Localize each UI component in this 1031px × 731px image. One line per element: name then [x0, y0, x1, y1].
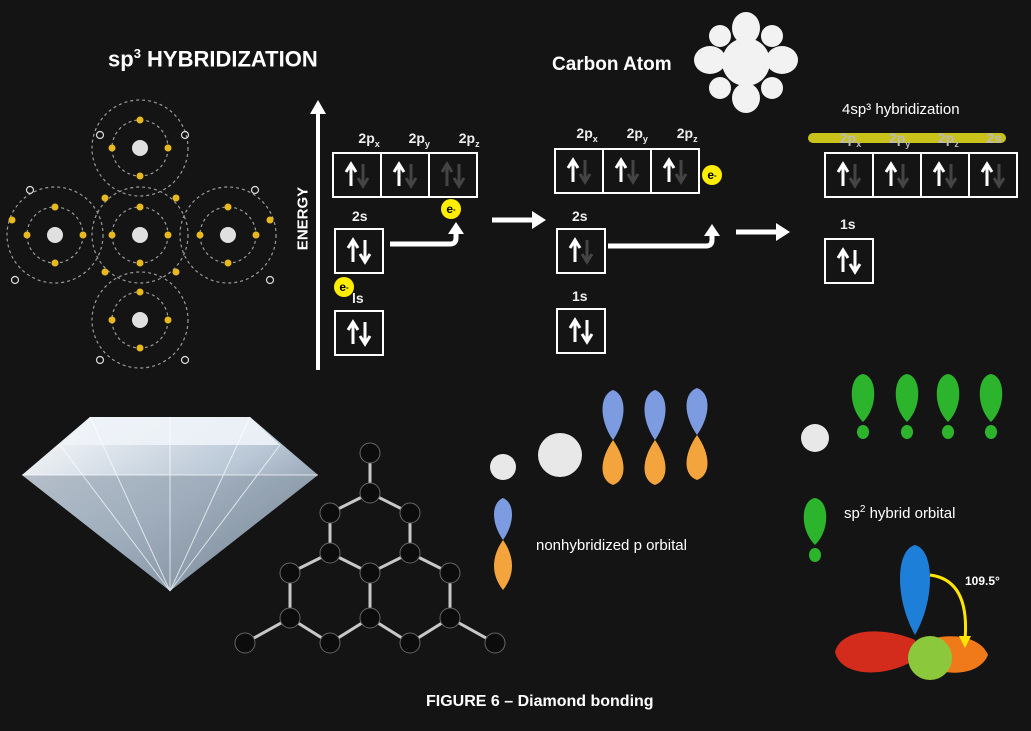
1s-label-col2: 1s	[572, 288, 588, 304]
p-orbital-labels-col2: 2px 2py 2pz	[576, 125, 698, 144]
nonhybridized-p-orbital-label: nonhybridized p orbital	[536, 537, 687, 554]
promotion-arrow-1	[390, 222, 464, 247]
p-orbital-boxes-col1	[332, 152, 478, 198]
energy-label: ENERGY	[294, 186, 312, 251]
carbon-atom-lattice-diagram	[6, 99, 277, 369]
p-orbital-labels-col1: 2px 2py 2pz	[358, 130, 480, 149]
hybrid-highlight-stroke	[808, 133, 1006, 143]
promotion-arrow-2	[608, 224, 720, 249]
energy-axis-arrow	[310, 100, 326, 370]
sp3-tetrahedral-orbital-image	[835, 545, 988, 680]
2s-label-col2: 2s	[572, 208, 588, 224]
sp2-hybrid-orbital-label: sp2 hybrid orbital	[844, 504, 956, 522]
p-orbital-illustration	[490, 388, 708, 590]
hybrid-orbital-boxes	[824, 152, 1018, 198]
carbon-orbital-blob-image	[694, 12, 798, 113]
electron-badge-2: e-	[334, 277, 354, 297]
p-orbital-boxes-col2	[554, 148, 700, 194]
2s-box-col1	[334, 228, 384, 274]
carbon-atom-title: Carbon Atom	[552, 54, 672, 75]
p-orbital-labels-col3: 2px 2py 2pz 2s	[839, 130, 1003, 149]
figure-caption: FIGURE 6 – Diamond bonding	[426, 693, 654, 710]
1s-box-col3	[824, 238, 874, 284]
bond-angle-label: 109.5°	[965, 574, 1000, 588]
sp2-orbital-illustration	[801, 374, 1003, 562]
1s-label-col1: ls	[352, 290, 364, 306]
sp3-hybridization-title: sp3 HYBRIDIZATION	[108, 46, 318, 72]
1s-box-col1	[334, 310, 384, 356]
1s-box-col2	[556, 308, 606, 354]
diamond-gem-image	[22, 416, 318, 592]
transition-arrow-2	[736, 223, 790, 241]
transition-arrow-1	[492, 211, 546, 229]
electron-badge-1: e-	[441, 199, 461, 219]
diamond-lattice-model-image	[234, 442, 506, 654]
1s-label-col3: 1s	[840, 216, 856, 232]
4sp3-hybridization-label: 4sp³ hybridization	[842, 101, 960, 118]
electron-badge-3: e-	[702, 165, 722, 185]
2s-box-col2	[556, 228, 606, 274]
2s-label-col1: 2s	[352, 208, 368, 224]
